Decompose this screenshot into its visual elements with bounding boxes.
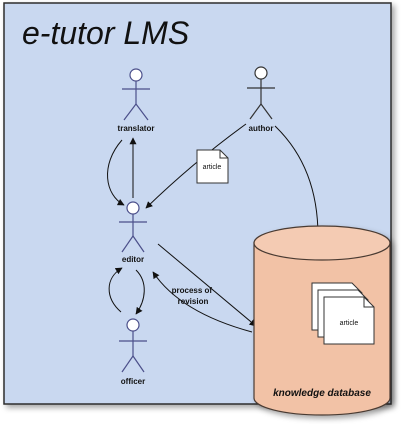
translator-to-editor-arrow — [107, 139, 125, 206]
stack-article-label: article — [340, 320, 359, 327]
revision-label-line2: revision — [178, 297, 209, 306]
author-label: author — [249, 124, 274, 133]
editor-actor — [119, 201, 147, 253]
database-label: knowledge database — [273, 388, 371, 399]
revision-label-line1: process of — [172, 286, 213, 295]
translator-label: translator — [118, 124, 155, 133]
officer-label: officer — [121, 377, 145, 386]
article-note-label: article — [203, 164, 222, 171]
author-to-database-arrow — [274, 125, 322, 237]
editor-to-officer-arrow — [135, 269, 145, 315]
editor-to-database-arrow — [157, 243, 257, 327]
database-to-editor-arrow — [152, 271, 253, 333]
diagram-title: e-tutor LMS — [22, 15, 189, 51]
officer-actor — [119, 318, 147, 373]
author-actor — [247, 66, 275, 120]
revision-label: process of revision — [172, 286, 215, 306]
translator-actor — [122, 68, 150, 121]
article-document-icon — [196, 149, 229, 184]
officer-to-editor-arrow — [108, 267, 123, 313]
article-stack-icon — [311, 282, 375, 345]
author-to-editor-arrow — [145, 123, 247, 209]
editor-label: editor — [122, 255, 144, 264]
